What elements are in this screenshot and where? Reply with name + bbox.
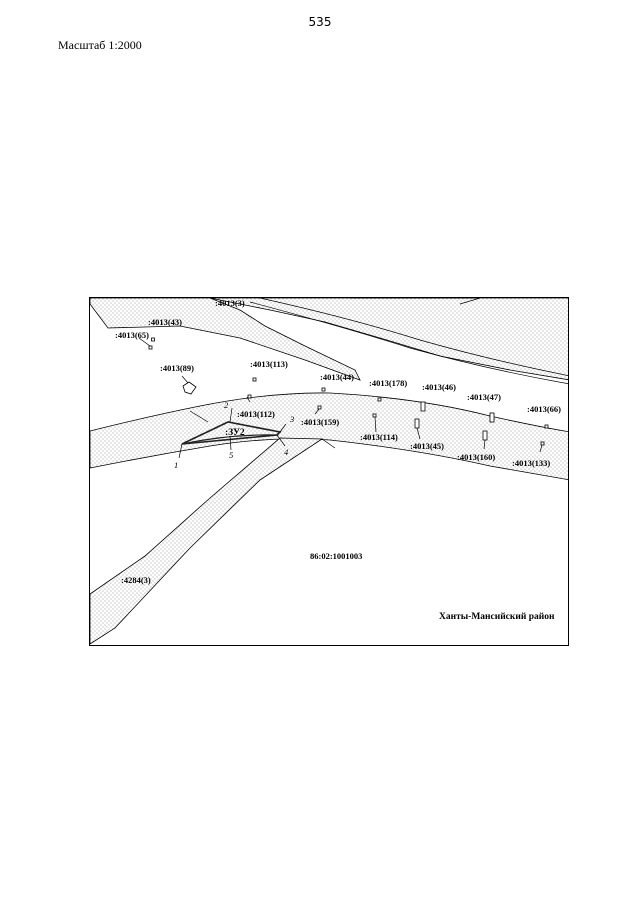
cadastral-map: :4013(3) :4013(43) :4013(65) :4013(89) :… xyxy=(89,297,569,646)
road-top-line xyxy=(350,298,481,305)
parcel-marker-159 xyxy=(317,405,322,410)
map-canvas: :4013(3) :4013(43) :4013(65) :4013(89) :… xyxy=(90,298,568,645)
parcel-boundary xyxy=(321,438,336,449)
point-label-1: 1 xyxy=(174,460,178,470)
land-plot-label: :ЗУ2 xyxy=(225,428,245,438)
parcel-label-4013-133: :4013(133) xyxy=(512,458,550,468)
parcel-label-4013-66: :4013(66) xyxy=(527,404,561,414)
leader-line xyxy=(279,423,287,433)
road-edge-lower xyxy=(249,301,568,384)
leader-line xyxy=(374,416,377,433)
leader-line xyxy=(276,434,286,447)
parcel-marker-178 xyxy=(377,397,382,402)
parcel-marker-44 xyxy=(321,387,326,392)
parcel-marker-112 xyxy=(247,394,252,399)
parcel-marker-113 xyxy=(252,377,257,382)
parcel-marker-45 xyxy=(414,418,420,429)
parcel-marker-133 xyxy=(540,441,545,446)
parcel-label-4013-3: :4013(3) xyxy=(215,298,245,308)
leader-line xyxy=(138,337,151,347)
parcel-area-road-band xyxy=(90,392,568,481)
leader-line xyxy=(229,435,232,451)
leader-line xyxy=(483,439,486,450)
parcel-marker-65 xyxy=(148,345,153,350)
parcel-label-4013-113: :4013(113) xyxy=(250,359,288,369)
parcel-label-4284-3: :4284(3) xyxy=(121,575,151,585)
parcel-area-4284-3 xyxy=(90,437,324,645)
parcel-boundary xyxy=(189,410,209,423)
point-label-5: 5 xyxy=(229,450,233,460)
parcel-label-4013-178: :4013(178) xyxy=(369,378,407,388)
leader-line xyxy=(178,443,183,459)
parcel-label-4013-46: :4013(46) xyxy=(422,382,456,392)
leader-line xyxy=(246,396,251,403)
parcel-label-4013-44: :4013(44) xyxy=(320,372,354,382)
parcel-label-4013-45: :4013(45) xyxy=(410,441,444,451)
parcel-marker-89 xyxy=(182,381,197,395)
parcel-label-4013-159: :4013(159) xyxy=(301,417,339,427)
parcel-label-4013-47: :4013(47) xyxy=(467,392,501,402)
scale-label: Масштаб 1:2000 xyxy=(58,38,142,52)
leader-line xyxy=(539,444,543,453)
parcel-label-4013-112: :4013(112) xyxy=(237,409,275,419)
leader-line xyxy=(314,408,320,415)
leader-line xyxy=(181,375,189,384)
point-label-3: 3 xyxy=(289,414,294,424)
parcel-area-top-left xyxy=(90,298,361,381)
parcel-label-4013-89: :4013(89) xyxy=(160,363,194,373)
leader-line xyxy=(416,427,421,440)
quarter-number: 86:02:1001003 xyxy=(310,551,362,561)
parcel-label-4013-160: :4013(160) xyxy=(457,452,495,462)
parcel-marker-43 xyxy=(151,337,155,342)
page-number: 535 xyxy=(308,15,332,29)
parcel-marker-66 xyxy=(544,424,549,429)
leader-line xyxy=(229,407,233,423)
parcel-marker-47 xyxy=(489,412,495,423)
point-label-4: 4 xyxy=(284,447,289,457)
district-name: Ханты-Мансийский район xyxy=(439,611,555,622)
parcel-label-4013-65: :4013(65) xyxy=(115,330,149,340)
parcel-marker-46 xyxy=(420,401,426,412)
parcel-marker-114 xyxy=(372,413,377,418)
parcel-label-4013-43: :4013(43) xyxy=(148,317,182,327)
point-label-2: 2 xyxy=(224,400,229,410)
parcel-marker-160 xyxy=(482,430,488,441)
parcel-label-4013-114: :4013(114) xyxy=(360,432,398,442)
road-edge-upper xyxy=(259,298,568,376)
